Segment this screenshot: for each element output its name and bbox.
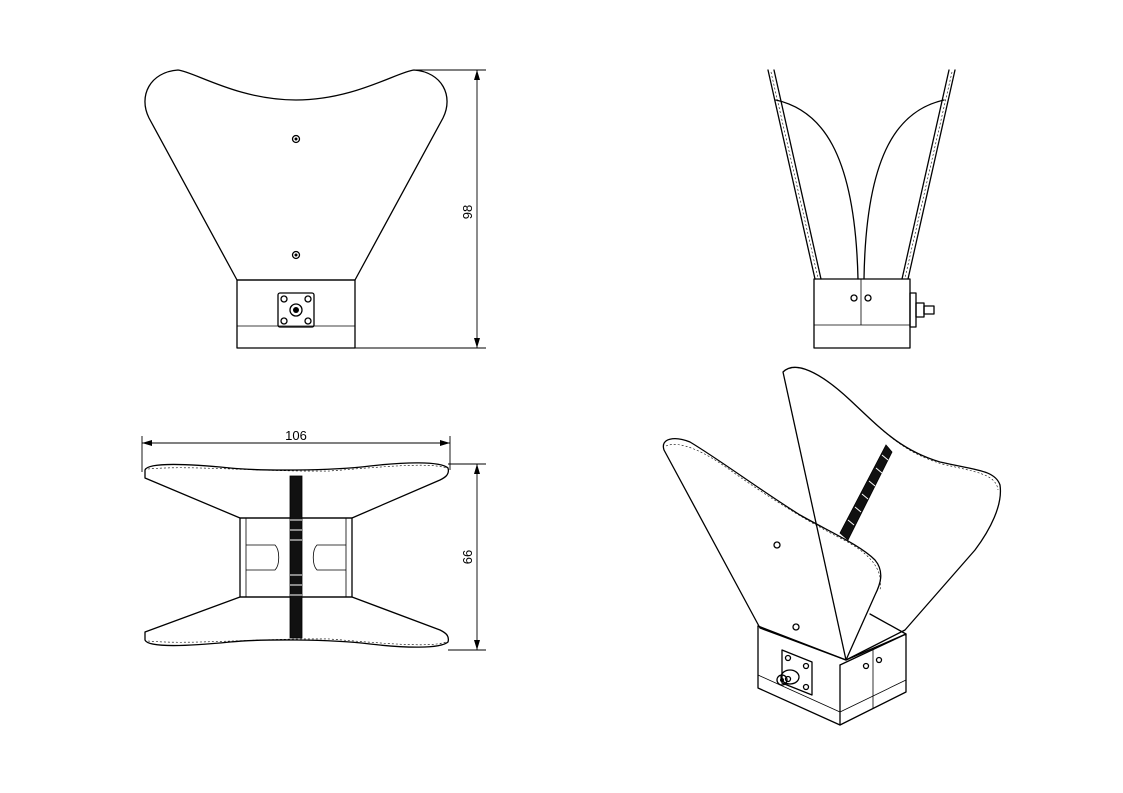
mount-hole-lower-center: [294, 253, 298, 257]
iso-block-top: [757, 613, 907, 661]
top-slot-left: [246, 544, 280, 571]
iso-front-plate-edge: [665, 444, 881, 591]
depth-arrow-top: [474, 464, 480, 474]
top-lower-plate-edge: [147, 638, 447, 646]
iso-block-right-face: [839, 633, 907, 726]
right-plate-inner: [901, 69, 950, 280]
iso-block-seam-left: [757, 674, 841, 713]
sma-connector-pin: [293, 307, 299, 313]
side-view: [767, 69, 956, 349]
top-strip-ticks: [290, 519, 302, 596]
iso-flange-screw-2: [802, 662, 810, 670]
flange-screw-br: [304, 317, 312, 325]
feed-block: [236, 279, 356, 349]
dimension-height: 98: [355, 69, 486, 349]
height-arrow-top: [474, 70, 480, 80]
width-value: 106: [285, 428, 307, 443]
iso-back-plate-edge: [785, 367, 999, 491]
iso-block-left-face: [757, 625, 841, 726]
height-value: 98: [460, 205, 475, 219]
front-flare-outline: [144, 69, 448, 281]
iso-connector-tip: [776, 674, 788, 686]
right-flare-curve: [863, 99, 945, 280]
iso-connector-pin: [780, 678, 784, 682]
iso-block-hole-right: [875, 656, 883, 664]
side-flange: [909, 292, 917, 328]
iso-feed-strip-teeth: [847, 454, 889, 526]
left-flare-curve: [775, 99, 859, 280]
right-plate-outer: [907, 69, 956, 280]
flange-screw-bl: [280, 317, 288, 325]
iso-back-plate: [782, 366, 1002, 661]
front-view: [144, 69, 448, 349]
height-arrow-bottom: [474, 338, 480, 348]
iso-front-plate: [662, 438, 882, 661]
iso-connector-nut: [780, 669, 800, 685]
left-plate-edge-hatch: [770, 71, 819, 279]
left-plate-inner: [773, 69, 822, 280]
flange-screw-tr: [304, 295, 312, 303]
iso-hole-upper: [773, 541, 781, 549]
left-plate-outer: [767, 69, 816, 280]
iso-flange-screw-1: [784, 654, 792, 662]
width-arrow-right: [440, 440, 450, 446]
side-feed-block: [813, 278, 911, 349]
top-slot-right: [312, 544, 346, 571]
dimension-depth: 66: [448, 463, 486, 651]
side-hole-right: [864, 294, 872, 302]
depth-arrow-bottom: [474, 640, 480, 650]
mount-hole-upper-center: [294, 137, 298, 141]
iso-connector-flange: [781, 649, 813, 696]
iso-flange-screw-4: [802, 683, 810, 691]
iso-feed-strip: [839, 444, 893, 541]
isometric-view: [662, 366, 1002, 726]
iso-block-hole-left: [862, 662, 870, 670]
dimension-width: 106: [141, 428, 451, 472]
side-connector-body: [915, 302, 925, 318]
top-lower-plate: [144, 596, 450, 648]
side-hole-left: [850, 294, 858, 302]
top-upper-plate: [144, 462, 450, 519]
side-connector-tip: [923, 305, 935, 315]
width-arrow-left: [142, 440, 152, 446]
top-view: [144, 462, 450, 648]
iso-hole-lower: [792, 623, 800, 631]
flange-screw-tl: [280, 295, 288, 303]
top-center-feed-strip: [289, 475, 303, 639]
right-plate-edge-hatch: [904, 71, 953, 279]
sma-connector-flange: [277, 292, 315, 328]
depth-value: 66: [460, 550, 475, 564]
top-upper-plate-edge: [147, 464, 447, 472]
